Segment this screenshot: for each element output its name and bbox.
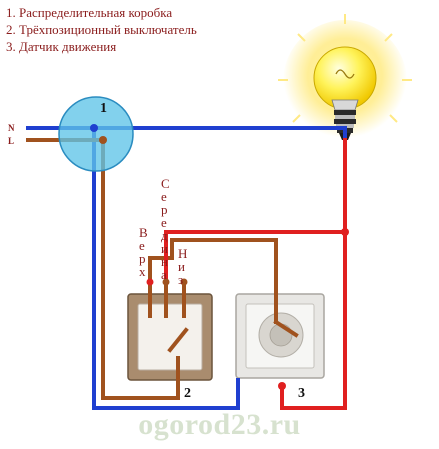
sensor-contact — [273, 319, 299, 338]
legend-item-box: 1. Распределительная коробка — [6, 5, 173, 20]
junction-box — [58, 96, 134, 172]
bulb-filament — [335, 69, 355, 79]
light-bulb — [278, 14, 412, 144]
connection-points — [90, 124, 349, 390]
three-position-switch — [127, 293, 213, 381]
watermark: ogorod23.ru — [138, 408, 301, 441]
label-box-number: 1 — [100, 101, 107, 116]
wires — [26, 126, 347, 410]
switch-blade — [167, 327, 189, 353]
wire-switch-top — [148, 238, 278, 324]
legend-item-sensor: 3. Датчик движения — [6, 39, 117, 54]
wire-neutral-main — [26, 126, 347, 140]
label-sensor-number: 3 — [298, 386, 305, 401]
motion-sensor — [235, 293, 325, 379]
wire-load — [280, 138, 347, 410]
label-switch-number: 2 — [184, 386, 191, 401]
bulb-rays — [278, 14, 412, 123]
wire-neutral-sensor — [92, 126, 240, 410]
switch-key — [137, 303, 203, 371]
legend: 1. Распределительная коробка 2. Трёхпози… — [6, 4, 197, 55]
label-l: L — [8, 136, 14, 146]
legend-item-switch: 2. Трёхпозиционный выключатель — [6, 22, 197, 37]
wire-bypass — [164, 230, 347, 284]
label-n: N — [8, 123, 15, 133]
